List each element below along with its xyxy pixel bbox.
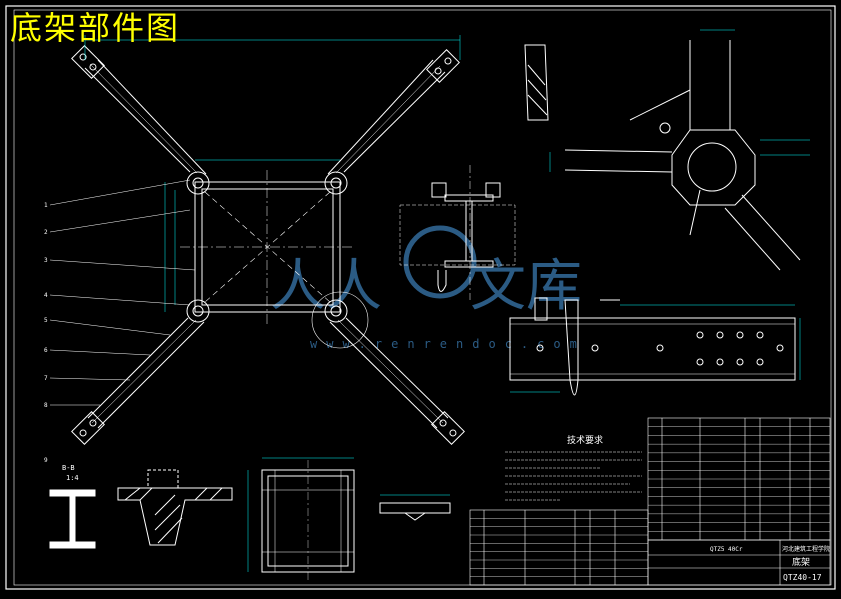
title-block	[647, 539, 831, 586]
view-bb-label: B-B	[62, 464, 75, 472]
ibeam-bb: B-B 1:4	[49, 464, 96, 549]
tech-req-heading: 技术要求	[567, 434, 603, 446]
detail-circle	[311, 291, 369, 349]
bom-rows	[648, 426, 830, 532]
main-cross-frame	[71, 45, 465, 445]
square-frame-dims	[247, 457, 354, 572]
joint-detail	[564, 40, 801, 271]
inner-frame	[13, 9, 832, 586]
main-dimensions	[84, 35, 461, 312]
bom-rows-left	[470, 518, 648, 577]
balloon-label: 2	[44, 229, 48, 236]
plate-detail	[379, 494, 451, 521]
balloon-label: 3	[44, 257, 48, 264]
balloon-label: 4	[44, 292, 48, 299]
title-block-school: 河北建筑工程学院	[782, 545, 830, 553]
balloon-label: 7	[44, 375, 48, 382]
watermark-url: www.renrendoc.com	[310, 337, 586, 351]
outer-frame	[5, 5, 836, 590]
balloon-label: 8	[44, 402, 48, 409]
weld-section	[117, 469, 233, 546]
square-frame-view	[261, 460, 355, 580]
title-block-part: 底架	[792, 556, 810, 568]
joint-detail-dims	[549, 29, 810, 172]
wedge-section	[524, 44, 549, 121]
scale-a: 1:4	[66, 474, 79, 482]
ibeam-section	[399, 165, 516, 300]
watermark: 人人 文库 www.renrendoc.com	[270, 225, 586, 351]
balloon-label: 1	[44, 202, 48, 209]
balloon-label: 5	[44, 317, 48, 324]
watermark-cn1: 人人	[270, 254, 382, 319]
leader-lines	[49, 179, 196, 406]
tech-requirements: 技术要求	[505, 434, 642, 501]
balloons: 1 2 3 4 5 6 7 8 9	[44, 202, 48, 464]
beam-elevation	[509, 297, 796, 396]
drawing-title: 底架部件图	[10, 9, 181, 47]
balloon-label: 9	[44, 457, 48, 464]
title-block-spec: QTZ5 40Cr	[710, 546, 743, 553]
beam-dims	[510, 304, 801, 393]
bom-table-left	[469, 509, 649, 586]
balloon-label: 6	[44, 347, 48, 354]
title-block-model: QTZ40-17	[783, 573, 822, 582]
